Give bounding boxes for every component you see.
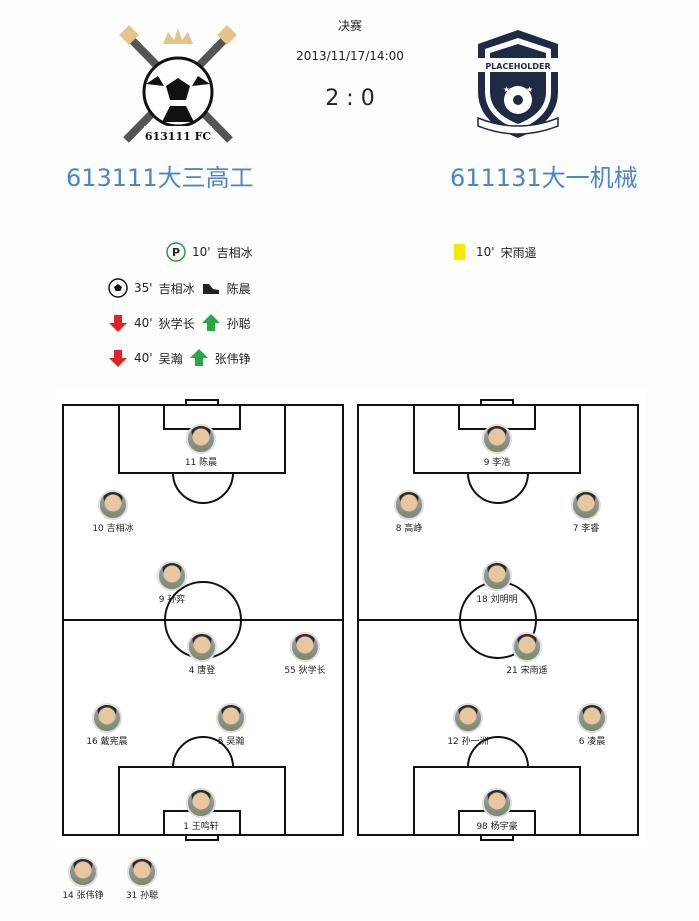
event-player-in: 孙聪 [226, 316, 251, 331]
match-stage: 决赛 [337, 19, 362, 33]
home-substitute[interactable]: 14 张伟铮 [38, 857, 128, 901]
away-player[interactable]: 7 李睿 [541, 490, 631, 534]
player-label: 98 杨宇豪 [476, 822, 518, 832]
home-player[interactable]: 1 王鸣轩 [156, 788, 246, 832]
sub-in-arrow-icon [189, 348, 209, 368]
home-player[interactable]: 9 孙弈 [127, 561, 217, 605]
away-player[interactable]: 21 宋雨遥 [482, 632, 572, 676]
player-avatar [512, 632, 542, 662]
event-player-out: 吴瀚 [158, 351, 183, 366]
away-player[interactable]: 98 杨宇豪 [452, 788, 542, 832]
sub-out-arrow-icon [108, 348, 128, 368]
player-avatar [127, 857, 157, 887]
svg-text:★: ★ [503, 85, 510, 94]
player-label: 55 狄学长 [284, 666, 326, 676]
player-label: 10 吉相冰 [92, 524, 134, 534]
yellow-card-icon [450, 242, 470, 262]
player-label: 4 唐登 [188, 666, 216, 676]
sub-out-arrow-icon [108, 313, 128, 333]
away-logo-text: PLACEHOLDER [485, 62, 550, 71]
player-avatar [290, 632, 320, 662]
event-minute: 10' [192, 245, 211, 259]
event-minute: 40' [134, 316, 153, 330]
event-player: 宋雨遥 [500, 245, 537, 260]
away-player[interactable]: 6 凌晨 [547, 703, 637, 747]
event-player: 吉相冰 [158, 281, 195, 296]
player-avatar [186, 788, 216, 818]
event-minute: 35' [134, 281, 153, 295]
player-avatar [68, 857, 98, 887]
svg-text:★: ★ [526, 85, 533, 94]
event-player-out: 狄学长 [158, 316, 195, 331]
player-avatar [482, 788, 512, 818]
penalty-icon: P [166, 242, 186, 262]
player-avatar [157, 561, 187, 591]
event-minute: 40' [134, 351, 153, 365]
svg-text:P: P [172, 246, 180, 259]
player-label: 9 李浩 [483, 458, 511, 468]
player-avatar [577, 703, 607, 733]
home-event-substitution: 40' 狄学长 孙聪 [108, 312, 257, 334]
player-avatar [482, 424, 512, 454]
away-player[interactable]: 8 高峥 [364, 490, 454, 534]
player-avatar [394, 490, 424, 520]
away-player[interactable]: 18 刘明明 [452, 561, 542, 605]
home-player[interactable]: 11 陈晨 [156, 424, 246, 468]
player-avatar [92, 703, 122, 733]
home-event-goal: 35' 吉相冰 陈晨 [108, 277, 257, 299]
goal-ball-icon [108, 278, 128, 298]
home-player[interactable]: 10 吉相冰 [68, 490, 158, 534]
home-player[interactable]: 16 戴宪晨 [62, 703, 152, 747]
away-team-logo: PLACEHOLDER ★ ★ [458, 22, 578, 152]
player-label: 12 孙一洲 [447, 737, 489, 747]
player-label: 18 刘明明 [476, 595, 518, 605]
home-team-name[interactable]: 613111大三高工 [66, 164, 254, 192]
player-label: 16 戴宪晨 [86, 737, 128, 747]
player-avatar [453, 703, 483, 733]
away-player[interactable]: 12 孙一洲 [423, 703, 513, 747]
event-assist-player: 陈晨 [226, 281, 251, 296]
home-event-penalty: P 10' 吉相冰 [166, 241, 253, 263]
player-avatar [571, 490, 601, 520]
home-player[interactable]: 55 狄学长 [260, 632, 350, 676]
player-avatar [187, 632, 217, 662]
home-event-substitution: 40' 吴瀚 张伟铮 [108, 347, 257, 369]
player-avatar [98, 490, 128, 520]
player-label: 5 吴瀚 [217, 737, 245, 747]
player-label: 1 王鸣轩 [183, 822, 219, 832]
player-label: 9 孙弈 [158, 595, 186, 605]
away-team-name[interactable]: 611131大一机械 [450, 164, 638, 192]
home-player[interactable]: 5 吴瀚 [186, 703, 276, 747]
player-label: 21 宋雨遥 [506, 666, 548, 676]
player-avatar [186, 424, 216, 454]
sub-in-arrow-icon [201, 313, 221, 333]
player-label: 6 凌晨 [578, 737, 606, 747]
player-avatar [482, 561, 512, 591]
match-score: 2 : 0 [325, 86, 375, 111]
boot-icon [201, 278, 221, 298]
event-player-in: 张伟铮 [214, 351, 251, 366]
away-event-yellow-card: 10' 宋雨遥 [450, 241, 537, 263]
player-label: 8 高峥 [395, 524, 423, 534]
event-player: 吉相冰 [216, 245, 253, 260]
player-label: 31 孙聪 [125, 891, 159, 901]
player-label: 7 李睿 [572, 524, 600, 534]
match-datetime: 2013/11/17/14:00 [296, 49, 404, 63]
lineup-pitches [55, 387, 647, 847]
home-substitute[interactable]: 31 孙聪 [97, 857, 187, 901]
player-label: 11 陈晨 [184, 458, 218, 468]
event-minute: 10' [476, 245, 495, 259]
player-label: 14 张伟铮 [62, 891, 104, 901]
away-player[interactable]: 9 李浩 [452, 424, 542, 468]
player-avatar [216, 703, 246, 733]
home-team-logo: 613111 FC [118, 22, 238, 152]
home-player[interactable]: 4 唐登 [157, 632, 247, 676]
home-logo-text: 613111 FC [145, 130, 212, 143]
pitch-lines [62, 399, 639, 841]
